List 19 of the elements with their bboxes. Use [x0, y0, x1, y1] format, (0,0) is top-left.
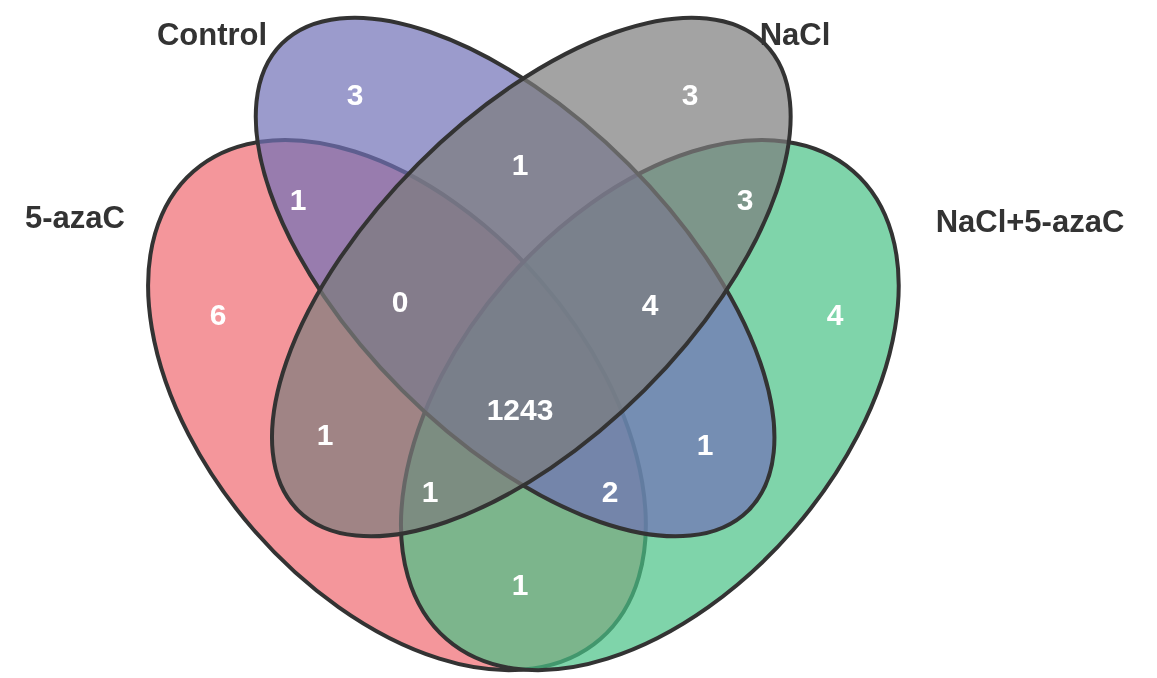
count-label: 3: [681, 78, 699, 112]
count-label: 3: [346, 78, 364, 112]
count-label: 1: [316, 418, 334, 452]
count-label: 1243: [486, 393, 554, 427]
set-label: 5-azaC: [25, 200, 125, 236]
count-label: 1: [421, 475, 439, 509]
set-label: Control: [156, 17, 268, 53]
count-label: 1: [696, 428, 714, 462]
count-label: 1: [511, 148, 529, 182]
count-label: 1: [511, 568, 529, 602]
set-label: NaCl+5-azaC: [935, 204, 1125, 240]
count-label: 2: [601, 475, 619, 509]
count-label: 3: [736, 183, 754, 217]
count-label: 4: [641, 288, 659, 322]
count-label: 6: [209, 298, 227, 332]
count-label: 1: [289, 183, 307, 217]
count-label: 0: [391, 285, 409, 319]
count-label: 4: [826, 298, 844, 332]
set-label: NaCl: [759, 17, 831, 53]
